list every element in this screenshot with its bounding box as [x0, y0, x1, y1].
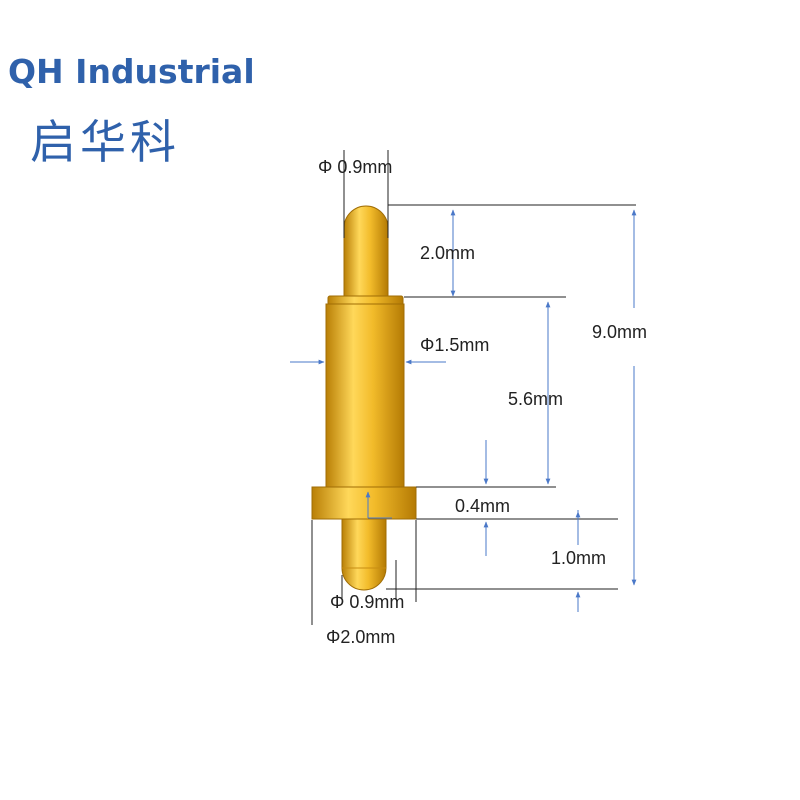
- pogo-pin: [311, 205, 417, 591]
- dim-barrel-diameter: Φ1.5mm: [420, 335, 490, 355]
- barrel: [325, 303, 405, 489]
- dim-flange-thickness: 0.4mm: [455, 496, 511, 516]
- flange: [311, 486, 417, 520]
- dim-barrel-length: 5.6mm: [508, 389, 564, 409]
- dim-flange-diameter: Φ2.0mm: [326, 627, 396, 647]
- tail: [341, 518, 387, 591]
- dimension-lines: [290, 150, 637, 625]
- dim-tip-diameter: Φ 0.9mm: [318, 157, 393, 177]
- brand-name-chinese: 启华科: [30, 115, 180, 169]
- dim-plunger-length: 2.0mm: [420, 243, 476, 263]
- dim-tail-diameter: Φ 0.9mm: [330, 592, 405, 612]
- top-plunger: [343, 205, 389, 299]
- dim-total-length: 9.0mm: [592, 322, 648, 342]
- dim-tail-length: 1.0mm: [551, 548, 607, 568]
- brand-name: QH Industrial: [8, 52, 255, 91]
